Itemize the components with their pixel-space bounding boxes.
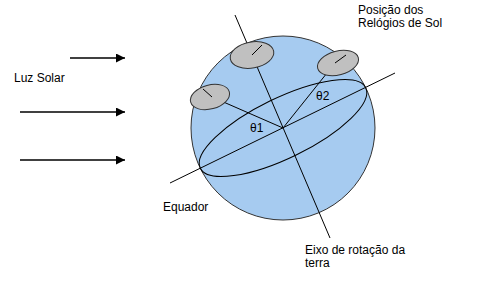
sun-ray	[20, 111, 125, 112]
equator-ellipse	[187, 61, 379, 196]
sundial	[315, 46, 362, 80]
earth-sphere	[191, 36, 375, 220]
sundial	[228, 38, 276, 71]
axis-label: Eixo de rotação da terra	[305, 244, 423, 270]
gnomon	[252, 45, 262, 55]
angle-label: θ2	[316, 90, 329, 103]
equatorial-plane-line	[170, 73, 395, 183]
angle-label: θ1	[250, 122, 263, 135]
sundial-position-label: Posição dos Relógios de Sol	[358, 4, 458, 30]
sun-ray	[70, 57, 125, 58]
gnomon	[203, 89, 212, 97]
sundial-plate	[228, 38, 276, 71]
sundial	[188, 80, 233, 114]
sundial-plate	[315, 46, 362, 80]
equator-label: Equador	[163, 201, 208, 214]
light-label: Luz Solar	[14, 72, 65, 85]
gnomon	[335, 55, 346, 63]
sundial-plate	[188, 80, 233, 114]
sun-ray	[20, 159, 125, 160]
